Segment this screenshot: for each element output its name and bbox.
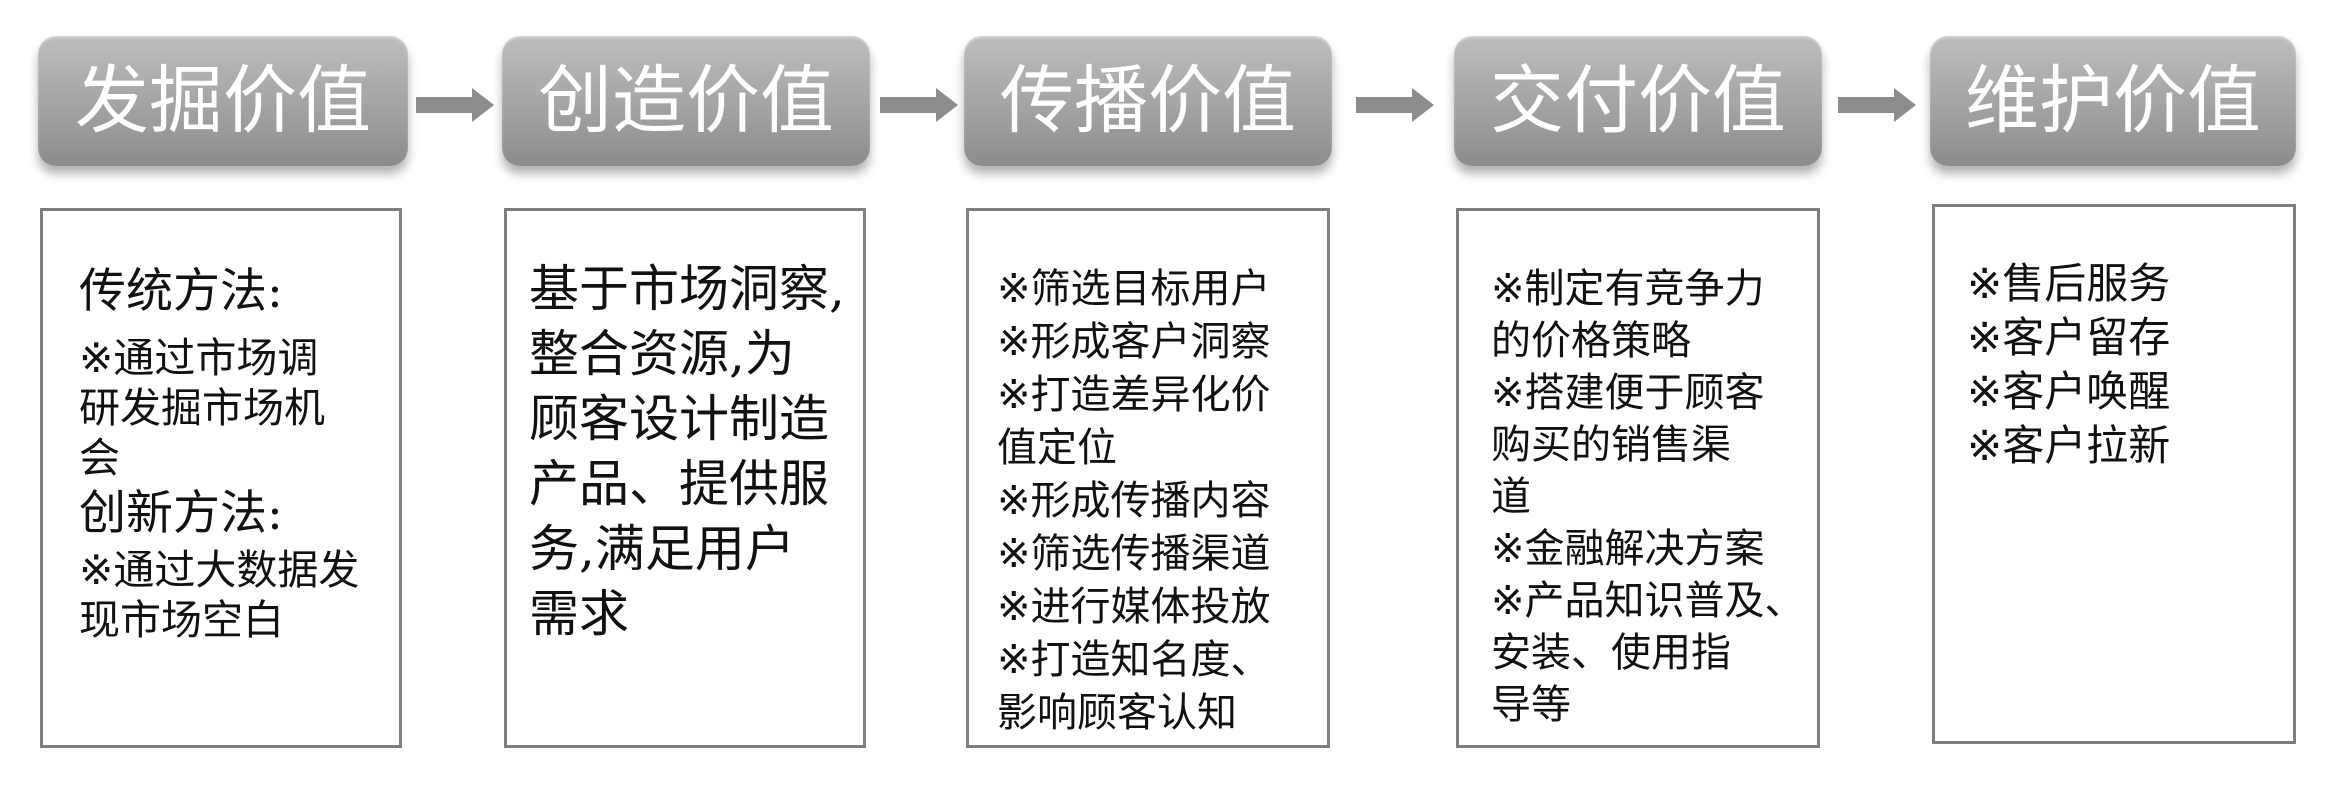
communicate-value-box: ※筛选目标用户 ※形成客户洞察 ※打造差异化价 值定位 ※形成传播内容 ※筛选传… <box>966 208 1330 748</box>
deliver-value-box: ※制定有竞争力 的价格策略 ※搭建便于顾客 购买的销售渠 道 ※金融解决方案 ※… <box>1456 208 1820 748</box>
innovative-method-heading: 创新方法: <box>79 486 283 541</box>
create-value-line: 整合资源,为 <box>529 325 795 383</box>
deliver-value-line: ※搭建便于顾客 <box>1491 370 1765 416</box>
arrow-right-icon <box>880 88 958 122</box>
stage-header-maintain: 维护价值 <box>1930 36 2296 166</box>
innovative-method-line: 现市场空白 <box>79 596 284 644</box>
maintain-value-box: ※售后服务 ※客户留存 ※客户唤醒 ※客户拉新 <box>1932 204 2296 744</box>
create-value-line: 务,满足用户 <box>529 520 795 578</box>
create-value-box: 基于市场洞察, 整合资源,为 顾客设计制造 产品、提供服 务,满足用户 需求 <box>504 208 866 748</box>
communicate-value-line: ※筛选传播渠道 <box>997 531 1271 577</box>
create-value-line: 基于市场洞察, <box>529 260 845 318</box>
arrow-right-icon <box>416 88 494 122</box>
deliver-value-line: 购买的销售渠 <box>1491 422 1731 468</box>
create-value-line: 顾客设计制造 <box>529 390 829 448</box>
deliver-value-line: ※制定有竞争力 <box>1491 266 1765 312</box>
innovative-method-line: ※通过大数据发 <box>79 546 360 594</box>
maintain-value-line: ※客户拉新 <box>1967 421 2171 470</box>
deliver-value-line: 的价格策略 <box>1491 318 1691 364</box>
stage-header-communicate: 传播价值 <box>964 36 1332 166</box>
communicate-value-line: ※打造知名度、 <box>997 637 1271 683</box>
communicate-value-line: ※形成客户洞察 <box>997 319 1271 365</box>
communicate-value-line: ※进行媒体投放 <box>997 584 1271 630</box>
discover-value-box: 传统方法: ※通过市场调 研发掘市场机 会 创新方法: ※通过大数据发 现市场空… <box>40 208 402 748</box>
stage-header-create: 创造价值 <box>502 36 870 166</box>
traditional-method-heading: 传统方法: <box>79 264 283 319</box>
traditional-method-line: ※通过市场调 <box>79 334 319 382</box>
maintain-value-line: ※客户唤醒 <box>1967 367 2171 416</box>
arrow-right-icon <box>1838 88 1916 122</box>
traditional-method-line: 会 <box>79 434 120 482</box>
maintain-value-line: ※客户留存 <box>1967 313 2171 362</box>
communicate-value-line: 值定位 <box>997 425 1117 471</box>
stage-header-deliver: 交付价值 <box>1454 36 1822 166</box>
deliver-value-line: ※产品知识普及、 <box>1491 578 1805 624</box>
maintain-value-line: ※售后服务 <box>1967 259 2171 308</box>
create-value-line: 需求 <box>529 585 629 643</box>
stage-header-discover: 发掘价值 <box>38 36 408 166</box>
deliver-value-line: ※金融解决方案 <box>1491 526 1765 572</box>
create-value-line: 产品、提供服 <box>529 455 829 513</box>
communicate-value-line: ※形成传播内容 <box>997 478 1271 524</box>
deliver-value-line: 道 <box>1491 474 1531 520</box>
deliver-value-line: 导等 <box>1491 682 1571 728</box>
communicate-value-line: ※筛选目标用户 <box>997 266 1271 312</box>
communicate-value-line: 影响顾客认知 <box>997 690 1237 736</box>
traditional-method-line: 研发掘市场机 <box>79 384 325 432</box>
communicate-value-line: ※打造差异化价 <box>997 372 1271 418</box>
arrow-right-icon <box>1356 88 1434 122</box>
deliver-value-line: 安装、使用指 <box>1491 630 1731 676</box>
